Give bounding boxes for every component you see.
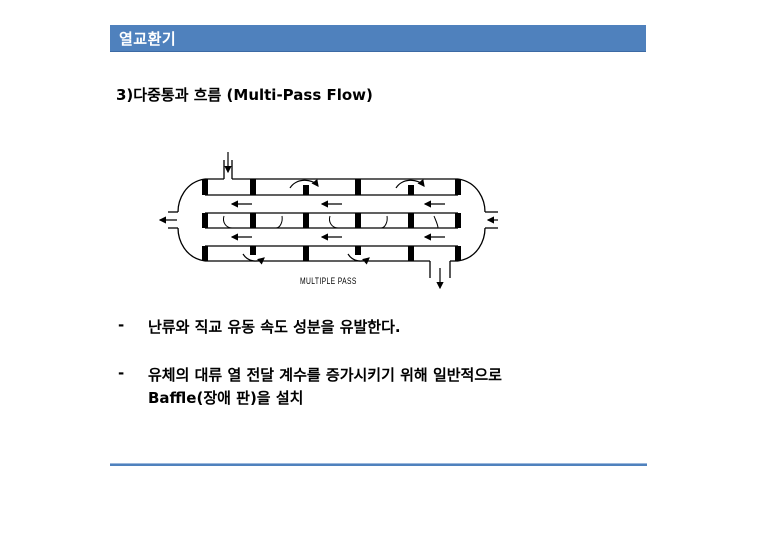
slide-title-bar: 열교환기 <box>110 25 646 52</box>
footer-divider <box>110 463 647 466</box>
slide-title: 열교환기 <box>119 30 177 48</box>
section-heading: 3)다중통과 흐름 (Multi-Pass Flow) <box>116 86 373 104</box>
multi-pass-heat-exchanger-diagram: MULTIPLE PASS <box>150 145 510 295</box>
bullet-text-line-2: Baffle(장애 판)을 설치 <box>148 389 304 407</box>
bullet-marker: - <box>118 364 125 382</box>
figure-caption: MULTIPLE PASS <box>300 276 357 286</box>
bullet-marker: - <box>118 316 125 334</box>
bullet-text: 난류와 직교 유동 속도 성분을 유발한다. <box>148 318 401 336</box>
bullet-text-line-1: 유체의 대류 열 전달 계수를 증가시키기 위해 일반적으로 <box>148 366 502 384</box>
